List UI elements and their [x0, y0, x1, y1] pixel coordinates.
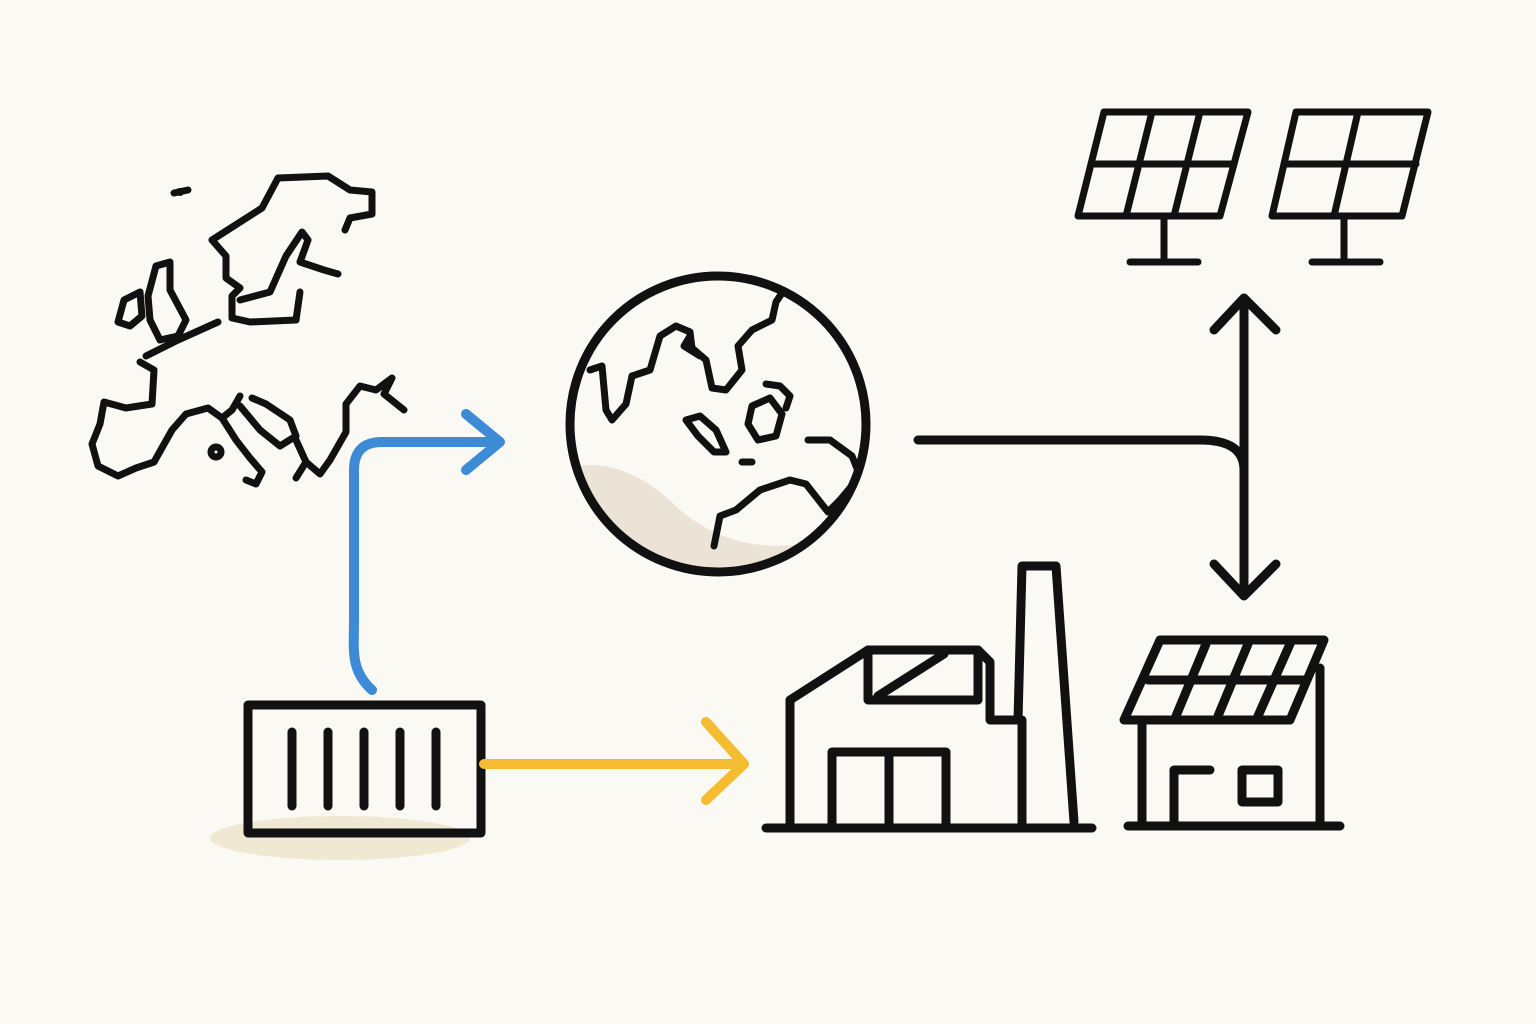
- solar-panel-right: [1268, 108, 1432, 266]
- arrow-up-icon: [1209, 293, 1281, 335]
- arrow-down-icon: [1209, 559, 1281, 601]
- europe-map-icon: [88, 172, 408, 488]
- solar-roof-house-icon: [1119, 635, 1345, 831]
- factory-icon: [761, 561, 1097, 833]
- blue-arrow-icon: [348, 409, 505, 695]
- shipping-container-icon: [210, 700, 486, 860]
- solar-panel-left: [1074, 108, 1252, 266]
- container-shadow: [210, 816, 470, 860]
- solar-panels-icon: [1074, 108, 1432, 266]
- yellow-arrow-icon: [479, 717, 749, 805]
- junction-connector: [913, 295, 1249, 595]
- globe-icon: [565, 271, 871, 577]
